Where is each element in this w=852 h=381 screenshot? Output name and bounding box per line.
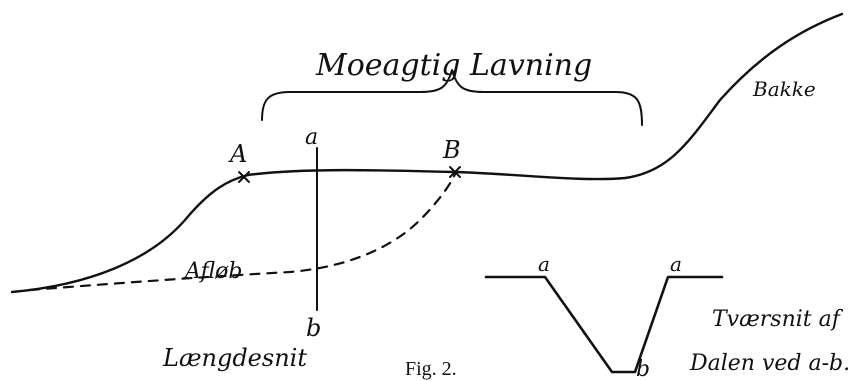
point-a-label: A xyxy=(228,140,247,168)
bakke-label: Bakke xyxy=(752,77,816,101)
cross-a-left-label: a xyxy=(538,252,550,276)
laengdesnit-label: Længdesnit xyxy=(162,344,307,372)
cross-a-right-label: a xyxy=(670,252,682,276)
tvaersnit-label-line2: Dalen ved a-b. xyxy=(689,351,850,376)
tvaersnit-label-line1: Tværsnit af xyxy=(712,307,844,332)
point-b-label: B xyxy=(442,136,461,164)
title-label: Moeagtig Lavning xyxy=(315,48,592,83)
cross-marker-a xyxy=(238,171,250,183)
brace-lowland xyxy=(261,69,643,126)
afloeb-label: Afløb xyxy=(183,259,243,284)
cross-marker-b xyxy=(449,166,461,178)
drainage-dashed-line xyxy=(28,170,458,292)
valley-cross-section xyxy=(484,275,724,374)
cross-b-label: b xyxy=(636,357,650,381)
section-b-label: b xyxy=(306,314,321,342)
section-a-label: a xyxy=(305,125,318,150)
figure-caption: Fig. 2. xyxy=(405,358,457,380)
